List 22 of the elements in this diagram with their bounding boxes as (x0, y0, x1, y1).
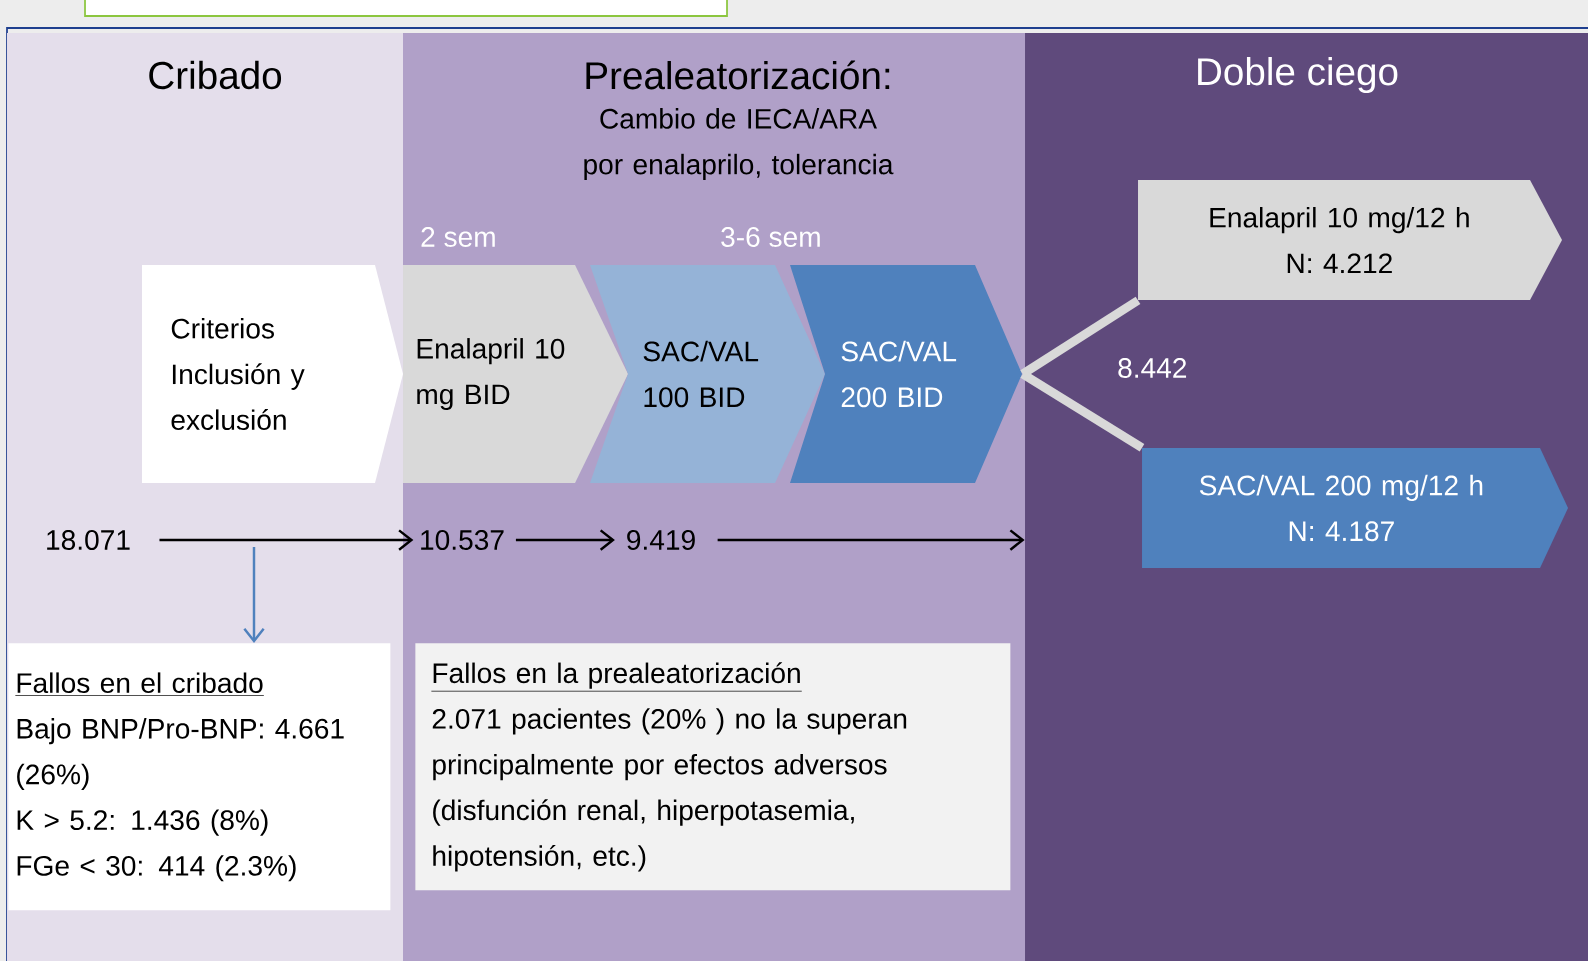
duration-label: 2 sem (421, 227, 495, 247)
band-subtitle: Cambio de IECA/ARA por enalaprilo, tolerancia (584, 108, 894, 180)
duration-label: 3-6 sem (721, 227, 820, 247)
band-heading: Cribado (149, 60, 282, 90)
arrow (717, 529, 1025, 551)
note-box: Fallos en el cribado Bajo BNP/Pro-BNP: 4.661 (26%) K > 5.2: 1.436 (8%) FGe < 30: 414 (2.3%) (8, 643, 391, 911)
band-heading: Prealeatorización: (586, 60, 890, 90)
count-label: 18.071 (47, 530, 130, 550)
step-box: SAC/VAL 200 mg/12 h N: 4.187 (1142, 448, 1568, 568)
step-box: Enalapril 10 mg BID (403, 265, 628, 483)
step-box: SAC/VAL 200 BID (790, 265, 1022, 483)
band-heading: Doble ciego (1198, 56, 1398, 93)
count-label: 10.537 (421, 530, 504, 550)
step-box: Enalapril 10 mg/12 h N: 4.212 (1138, 180, 1562, 300)
arrow (515, 529, 615, 551)
arrow (159, 529, 414, 551)
note-box: Fallos en la prealeatorización 2.071 pacientes (20% ) no la superan principalmente por efectos adversos (disfunción renal, hiperpotasemia, hipotensión, etc.) (415, 643, 1011, 891)
arrow (243, 547, 265, 643)
count-label: 9.419 (627, 530, 695, 550)
count-label: 8.442 (1118, 358, 1187, 378)
step-box: SAC/VAL 100 BID (590, 265, 825, 483)
step-box: Criterios Inclusión y exclusión (142, 265, 403, 483)
